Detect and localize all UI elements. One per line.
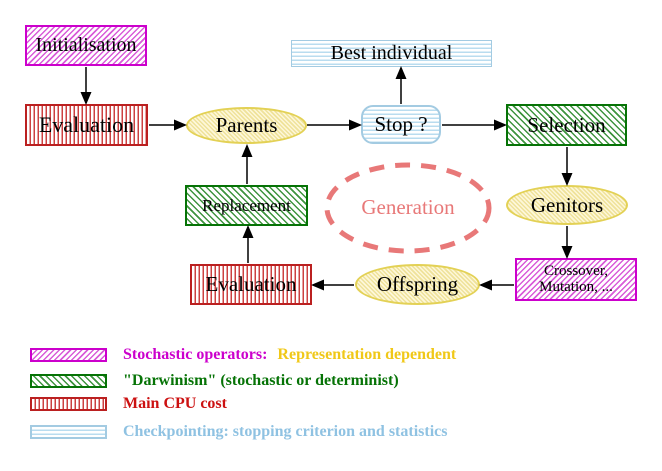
generation-label: Generation	[361, 195, 455, 219]
legend-swatch-darwinism	[30, 374, 107, 388]
legend-swatch-stochastic-operators	[30, 348, 107, 362]
legend-label-checkpointing: Checkpointing: stopping criterion and st…	[123, 423, 448, 440]
legend-swatch-checkpointing	[30, 425, 107, 439]
legend-label-representation-dependent: Representation dependent	[277, 346, 457, 363]
parents-ellipse: Parents	[186, 107, 307, 144]
replacement-box: Replacement	[185, 185, 308, 226]
initialisation-box: Initialisation	[25, 25, 147, 66]
offspring-ellipse: Offspring	[355, 264, 480, 305]
mutation-line: Mutation, ...	[539, 278, 613, 295]
evaluation-top-box: Evaluation	[25, 104, 148, 146]
legend-swatch-main-cpu-cost	[30, 397, 107, 411]
legend-label-darwinism: "Darwinism" (stochastic or determinist)	[123, 372, 399, 389]
genitors-ellipse: Genitors	[506, 185, 628, 225]
best-individual-box: Best individual	[291, 40, 492, 67]
crossover-line: Crossover,	[544, 262, 608, 279]
legend-label-main-cpu-cost: Main CPU cost	[123, 395, 227, 412]
stop-box: Stop ?	[361, 105, 441, 144]
evaluation-bottom-box: Evaluation	[190, 264, 312, 305]
legend-label-stochastic-operators-primary: Stochastic operators:	[123, 346, 268, 363]
selection-box: Selection	[506, 104, 627, 146]
legend-label-stochastic-operators: Stochastic operators: Representation depe…	[123, 346, 456, 364]
crossover-mutation-box: Crossover, Mutation, ...	[515, 258, 637, 301]
